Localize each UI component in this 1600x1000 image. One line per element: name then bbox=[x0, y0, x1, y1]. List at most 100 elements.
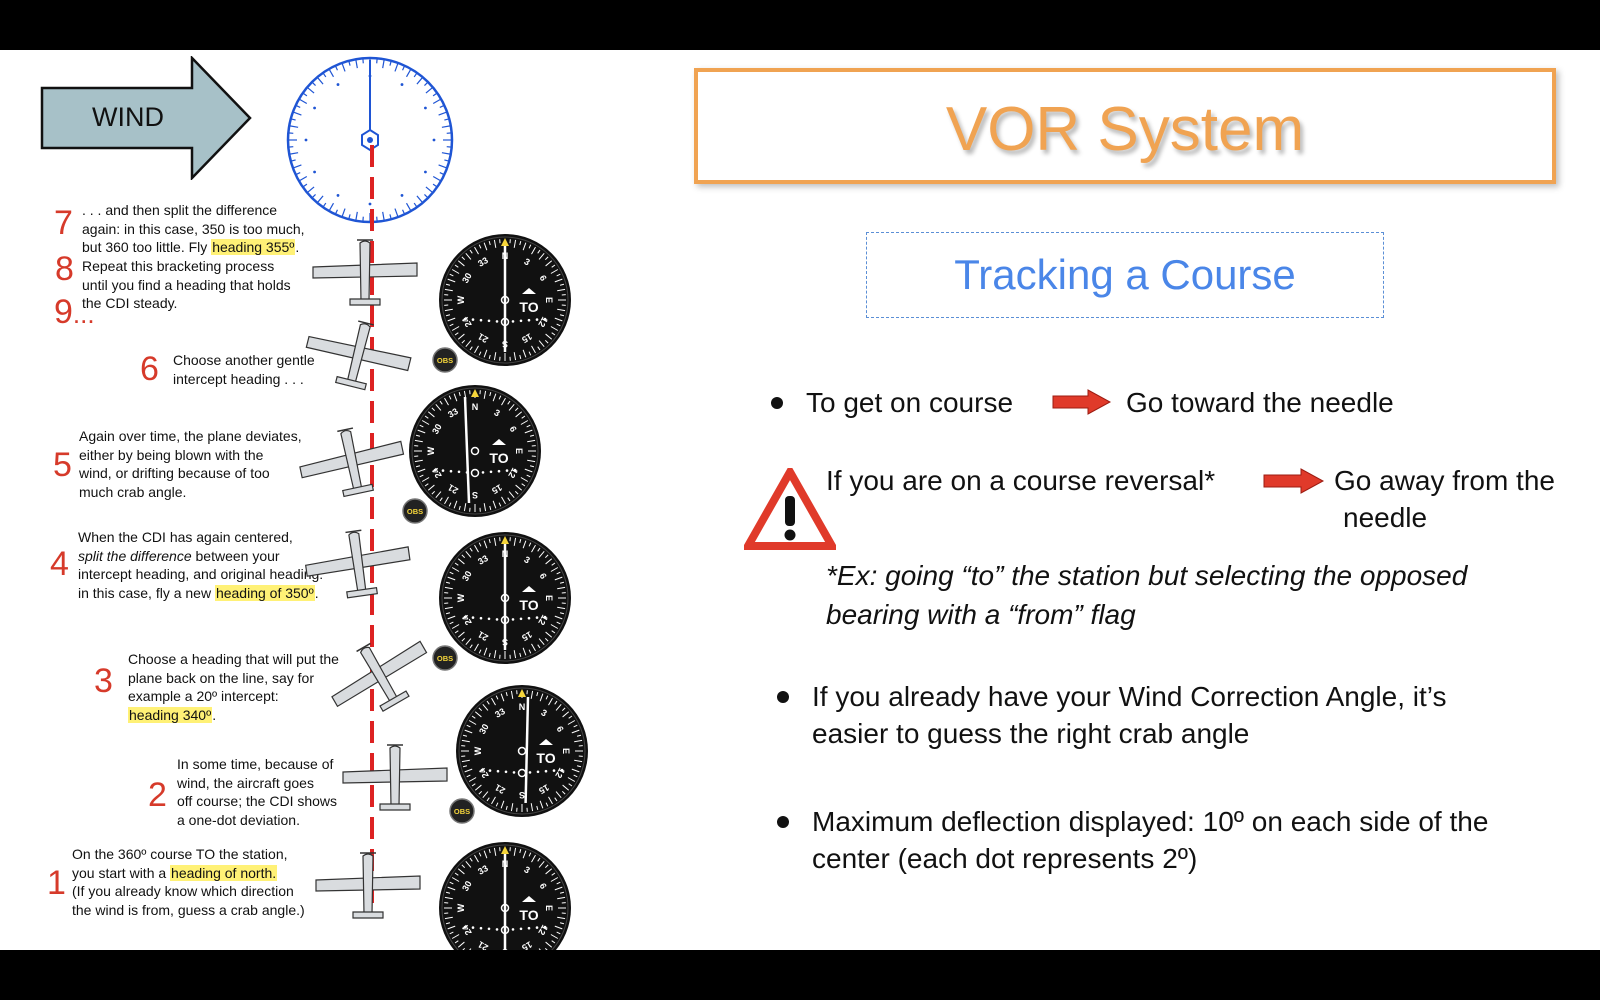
step-1-line-2: you start with a heading of north. bbox=[72, 864, 278, 881]
svg-text:24: 24 bbox=[477, 766, 491, 780]
wind-label: WIND bbox=[92, 102, 164, 132]
svg-text:S: S bbox=[519, 790, 525, 800]
svg-text:E: E bbox=[544, 297, 554, 303]
svg-text:33: 33 bbox=[476, 863, 490, 877]
step-3-line-3: example a 20º intercept: bbox=[128, 688, 279, 704]
svg-text:21: 21 bbox=[476, 939, 490, 950]
bullet-1-left: To get on course bbox=[806, 387, 1014, 418]
airplane-icon-step-1 bbox=[315, 852, 421, 919]
svg-text:12: 12 bbox=[553, 766, 567, 780]
step-7-line-1: . . . and then split the difference bbox=[82, 202, 278, 218]
warning-icon bbox=[744, 468, 836, 550]
svg-text:TO: TO bbox=[536, 750, 555, 766]
bullet-2-left: If you are on a course reversal* bbox=[826, 465, 1216, 496]
step-4-line-4: in this case, fly a new heading of 350º. bbox=[78, 584, 319, 601]
title-box: VOR System bbox=[694, 68, 1556, 184]
svg-text:30: 30 bbox=[460, 879, 474, 893]
svg-text:33: 33 bbox=[446, 406, 460, 420]
subtitle-box: Tracking a Course bbox=[866, 232, 1384, 318]
svg-text:OBS: OBS bbox=[454, 807, 470, 816]
bullet-2-right-line-2: needle bbox=[1343, 502, 1428, 533]
svg-text:12: 12 bbox=[506, 466, 520, 480]
svg-text:W: W bbox=[426, 446, 436, 455]
svg-text:24: 24 bbox=[460, 315, 474, 329]
svg-text:E: E bbox=[544, 595, 554, 601]
svg-text:24: 24 bbox=[460, 613, 474, 627]
svg-text:E: E bbox=[561, 748, 571, 754]
svg-text:W: W bbox=[456, 903, 466, 912]
svg-text:3: 3 bbox=[492, 407, 501, 418]
step-4-highlight: heading of 350º bbox=[214, 584, 315, 601]
svg-text:W: W bbox=[473, 746, 483, 755]
step-4-text: When the CDI has again centered, split t… bbox=[78, 528, 323, 602]
svg-text:OBS: OBS bbox=[437, 356, 453, 365]
svg-text:30: 30 bbox=[430, 422, 444, 436]
step-7-text: . . . and then split the difference agai… bbox=[82, 201, 305, 257]
note-line-1: *Ex: going “to” the station but selectin… bbox=[826, 560, 1468, 591]
step-1-line-3: (If you already know which direction bbox=[72, 883, 294, 899]
bullet-4-line-1: Maximum deflection displayed: 10º on eac… bbox=[812, 806, 1489, 837]
svg-text:21: 21 bbox=[476, 629, 490, 643]
note-line-2: bearing with a “from” flag bbox=[826, 599, 1136, 630]
bullet-2-right-line-1: Go away from the bbox=[1334, 465, 1555, 496]
airplane-icon-step-7 bbox=[312, 239, 418, 306]
svg-text:6: 6 bbox=[555, 724, 566, 733]
svg-text:3: 3 bbox=[522, 256, 531, 267]
svg-text:33: 33 bbox=[476, 553, 490, 567]
svg-text:33: 33 bbox=[493, 706, 507, 720]
step-3-line-1: Choose a heading that will put the bbox=[128, 651, 339, 667]
airplane-icon-step-4 bbox=[304, 529, 411, 599]
step-5-line-1: Again over time, the plane deviates, bbox=[79, 428, 302, 444]
bottom-letterbox bbox=[0, 950, 1600, 1000]
bullet-dot-3 bbox=[777, 691, 789, 703]
svg-text:W: W bbox=[456, 295, 466, 304]
step-2-line-2: wind, the aircraft goes bbox=[177, 774, 314, 791]
slide: WIND 7 . . . and then split the differen… bbox=[0, 50, 1600, 950]
bullet-dot-4 bbox=[777, 816, 789, 828]
step-1-line-1: On the 360º course TO the station, bbox=[72, 846, 288, 862]
bullet-dot-1 bbox=[771, 397, 783, 409]
svg-text:6: 6 bbox=[508, 424, 519, 433]
svg-text:TO: TO bbox=[519, 597, 538, 613]
step-5-line-3: wind, or drifting because of too bbox=[79, 465, 270, 481]
airplane-icon-step-6 bbox=[305, 320, 412, 391]
step-5-line-4: much crab angle. bbox=[79, 483, 187, 500]
bullet-4-line-2: center (each dot represents 2º) bbox=[812, 843, 1198, 874]
step-2-line-4: a one-dot deviation. bbox=[177, 811, 300, 828]
step-7-highlight: heading 355º bbox=[211, 239, 296, 255]
bullet-3-line-1: If you already have your Wind Correction… bbox=[812, 681, 1447, 712]
svg-text:E: E bbox=[544, 905, 554, 911]
svg-text:21: 21 bbox=[446, 482, 460, 496]
svg-text:33: 33 bbox=[476, 255, 490, 269]
step-2-line-3: off course; the CDI shows bbox=[177, 793, 338, 809]
step-2-text: In some time, because of wind, the aircr… bbox=[177, 755, 337, 829]
svg-text:3: 3 bbox=[522, 554, 531, 565]
step-6-number: 6 bbox=[140, 350, 159, 388]
airplane-icon-step-3 bbox=[331, 640, 428, 713]
step-3-highlight: heading 340º bbox=[128, 706, 213, 723]
svg-text:E: E bbox=[514, 448, 524, 454]
svg-text:6: 6 bbox=[538, 881, 549, 890]
step-4-number: 4 bbox=[50, 545, 69, 583]
svg-text:15: 15 bbox=[520, 939, 534, 950]
svg-text:3: 3 bbox=[522, 864, 531, 875]
vor-station-compass-rose bbox=[286, 56, 454, 224]
svg-text:OBS: OBS bbox=[407, 507, 423, 516]
top-letterbox bbox=[0, 0, 1600, 50]
svg-text:15: 15 bbox=[520, 629, 534, 643]
svg-text:24: 24 bbox=[460, 923, 474, 937]
step-3-line-2: plane back on the line, say for bbox=[128, 669, 315, 686]
step-8-line-2: until you find a heading that holds bbox=[82, 276, 291, 293]
step-3-text: Choose a heading that will put the plane… bbox=[128, 650, 339, 724]
step-6-line-1: Choose another gentle bbox=[173, 352, 315, 368]
page-title: VOR System bbox=[945, 95, 1305, 164]
step-4-line-3: intercept heading, and original heading: bbox=[78, 566, 324, 582]
svg-text:S: S bbox=[472, 490, 478, 500]
svg-text:21: 21 bbox=[476, 331, 490, 345]
step-2-number: 2 bbox=[148, 776, 167, 814]
step-8-text: Repeat this bracketing process until you… bbox=[82, 257, 291, 313]
